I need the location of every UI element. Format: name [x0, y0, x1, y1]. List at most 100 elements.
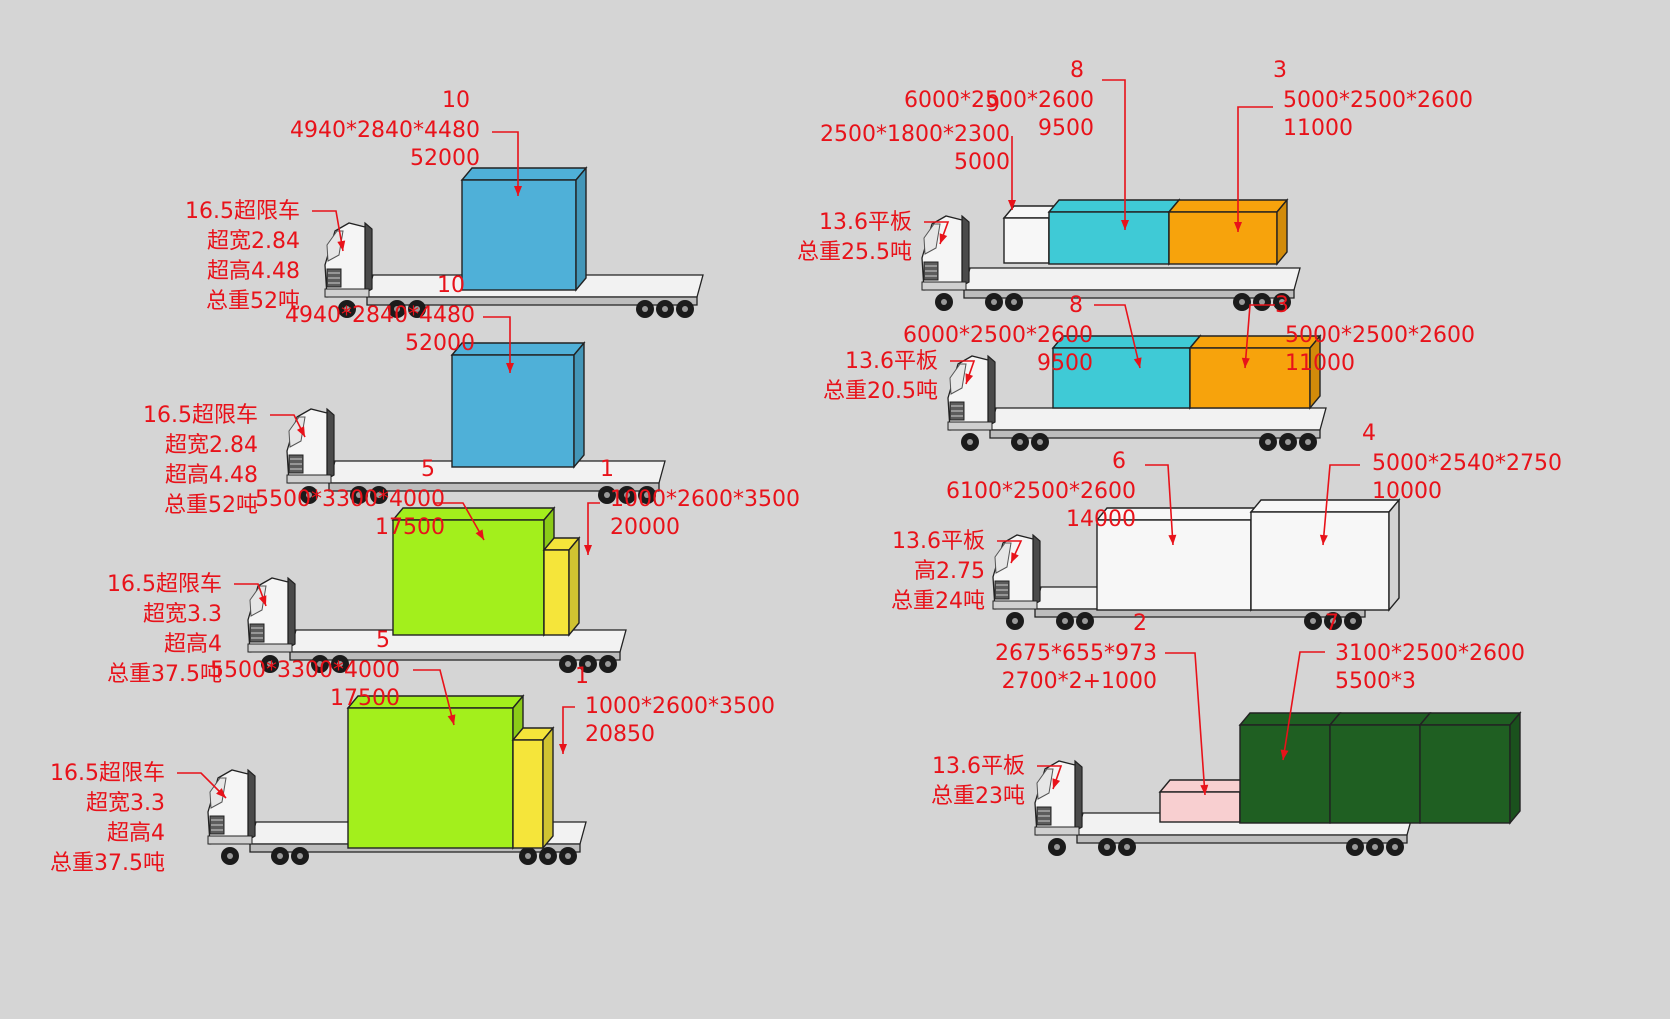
truck-spec-line: 超高4.48 — [165, 463, 258, 488]
truck-3 — [247, 506, 627, 674]
arrow-head-icon — [939, 233, 948, 244]
arrow-head-icon — [216, 788, 226, 798]
cargo-weight: 20000 — [610, 515, 680, 540]
arrow-head-icon — [1319, 534, 1328, 545]
truck-spec-line: 高2.75 — [914, 559, 985, 584]
cargo-id: 5 — [421, 457, 435, 482]
cargo-front — [461, 179, 577, 291]
cargo-dimensions: 2675*655*973 — [995, 641, 1157, 666]
truck-spec-line: 总重52吨 — [206, 289, 300, 314]
cargo-box-3 — [1188, 334, 1322, 410]
truck-spec-line: 超宽2.84 — [165, 433, 258, 458]
cargo-box-10 — [460, 166, 588, 292]
cargo-id: 10 — [437, 273, 465, 298]
truck-spec-line: 超宽3.3 — [86, 791, 165, 816]
truck-spec-line: 总重24吨 — [891, 589, 985, 614]
cargo-id: 6 — [1112, 449, 1126, 474]
truck-5 — [921, 198, 1301, 312]
cargo-dimensions: 4940*2840*4480 — [285, 303, 475, 328]
cargo-weight: 9500 — [1038, 116, 1094, 141]
cargo-id: 7 — [1325, 611, 1339, 636]
truck-spec-line: 13.6平板 — [892, 529, 985, 554]
arrow-head-icon — [559, 744, 567, 754]
arrow-head-icon — [1280, 749, 1289, 760]
arrow-head-icon — [337, 240, 346, 251]
cargo-dimensions: 3100*2500*2600 — [1335, 641, 1525, 666]
cargo-dimensions: 5500*3300*4000 — [210, 658, 400, 683]
cargo-side — [1276, 198, 1288, 266]
cargo-weight: 14000 — [1066, 507, 1136, 532]
truck-spec-line: 超宽2.84 — [207, 229, 300, 254]
cargo-leader — [492, 131, 519, 196]
cargo-side — [1309, 334, 1321, 410]
cargo-dimensions: 5500*3300*4000 — [255, 487, 445, 512]
arrow-head-icon — [1133, 357, 1142, 368]
cargo-front — [512, 739, 544, 849]
cargo-id: 2 — [1133, 611, 1147, 636]
cargo-box-1 — [542, 536, 581, 637]
truck-4 — [207, 694, 587, 866]
cargo-box-5 — [346, 694, 525, 850]
cargo-front — [1048, 211, 1170, 265]
cargo-id: 8 — [1069, 293, 1083, 318]
cargo-top — [1047, 199, 1181, 213]
cargo-top — [1167, 199, 1289, 213]
cargo-leader — [435, 502, 485, 541]
cargo-weight: 17500 — [330, 686, 400, 711]
truck-spec-line: 16.5超限车 — [107, 572, 222, 597]
cargo-leader — [1322, 464, 1360, 546]
truck-spec-line: 总重37.5吨 — [107, 662, 222, 687]
cargo-id: 3 — [1275, 293, 1289, 318]
cargo-front — [451, 354, 575, 468]
truck-spec-line: 超高4 — [107, 821, 165, 846]
cargo-weight: 11000 — [1283, 116, 1353, 141]
arrow-head-icon — [1200, 784, 1209, 795]
arrow-head-icon — [1168, 534, 1177, 545]
arrow-head-icon — [584, 545, 592, 555]
arrow-head-icon — [1008, 200, 1016, 210]
truck-2 — [286, 341, 666, 505]
cargo-dimensions: 5000*2500*2600 — [1283, 88, 1473, 113]
cargo-id: 8 — [1070, 58, 1084, 83]
truck-spec-leader — [312, 210, 344, 252]
truck-spec-line: 总重20.5吨 — [823, 379, 938, 404]
truck-8 — [1034, 711, 1522, 857]
cargo-leader — [1102, 79, 1126, 230]
cargo-id: 1 — [575, 664, 589, 689]
cargo-leader — [1282, 651, 1325, 761]
cargo-dimensions: 5000*2500*2600 — [1285, 323, 1475, 348]
cargo-leader — [413, 669, 455, 726]
cargo-id: 9 — [986, 92, 1000, 117]
truck-spec-line: 13.6平板 — [932, 754, 1025, 779]
cargo-weight: 52000 — [410, 146, 480, 171]
arrow-head-icon — [1052, 778, 1061, 789]
cargo-dimensions: 1000*2600*3500 — [585, 694, 775, 719]
cargo-box-5 — [391, 506, 556, 637]
cargo-front — [392, 519, 545, 636]
cargo-leader — [562, 706, 575, 754]
cargo-leader — [483, 316, 511, 373]
arrow-head-icon — [258, 595, 267, 606]
arrow-head-icon — [1011, 552, 1019, 563]
cargo-dimensions: 2500*1800*2300 — [820, 122, 1010, 147]
truck-spec-line: 总重23吨 — [931, 784, 1025, 809]
truck-spec-line: 13.6平板 — [845, 349, 938, 374]
cargo-dimensions: 1000*2600*3500 — [610, 487, 800, 512]
cargo-id: 4 — [1362, 421, 1376, 446]
cargo-front — [1419, 724, 1511, 824]
cargo-front — [1329, 724, 1421, 824]
cargo-box-6 — [1095, 506, 1263, 612]
cargo-side — [1509, 711, 1521, 825]
truck-spec-leader — [177, 772, 227, 799]
truck-spec-line: 超高4 — [164, 632, 222, 657]
cargo-weight: 17500 — [375, 515, 445, 540]
cargo-side — [1388, 498, 1400, 612]
cargo-dimensions: 6000*2500*2600 — [903, 323, 1093, 348]
cargo-leader — [1094, 304, 1141, 369]
cargo-front — [347, 707, 514, 849]
cargo-side — [542, 726, 554, 850]
cargo-weight: 5000 — [954, 150, 1010, 175]
arrow-head-icon — [1121, 220, 1129, 230]
cargo-front — [1003, 217, 1050, 264]
